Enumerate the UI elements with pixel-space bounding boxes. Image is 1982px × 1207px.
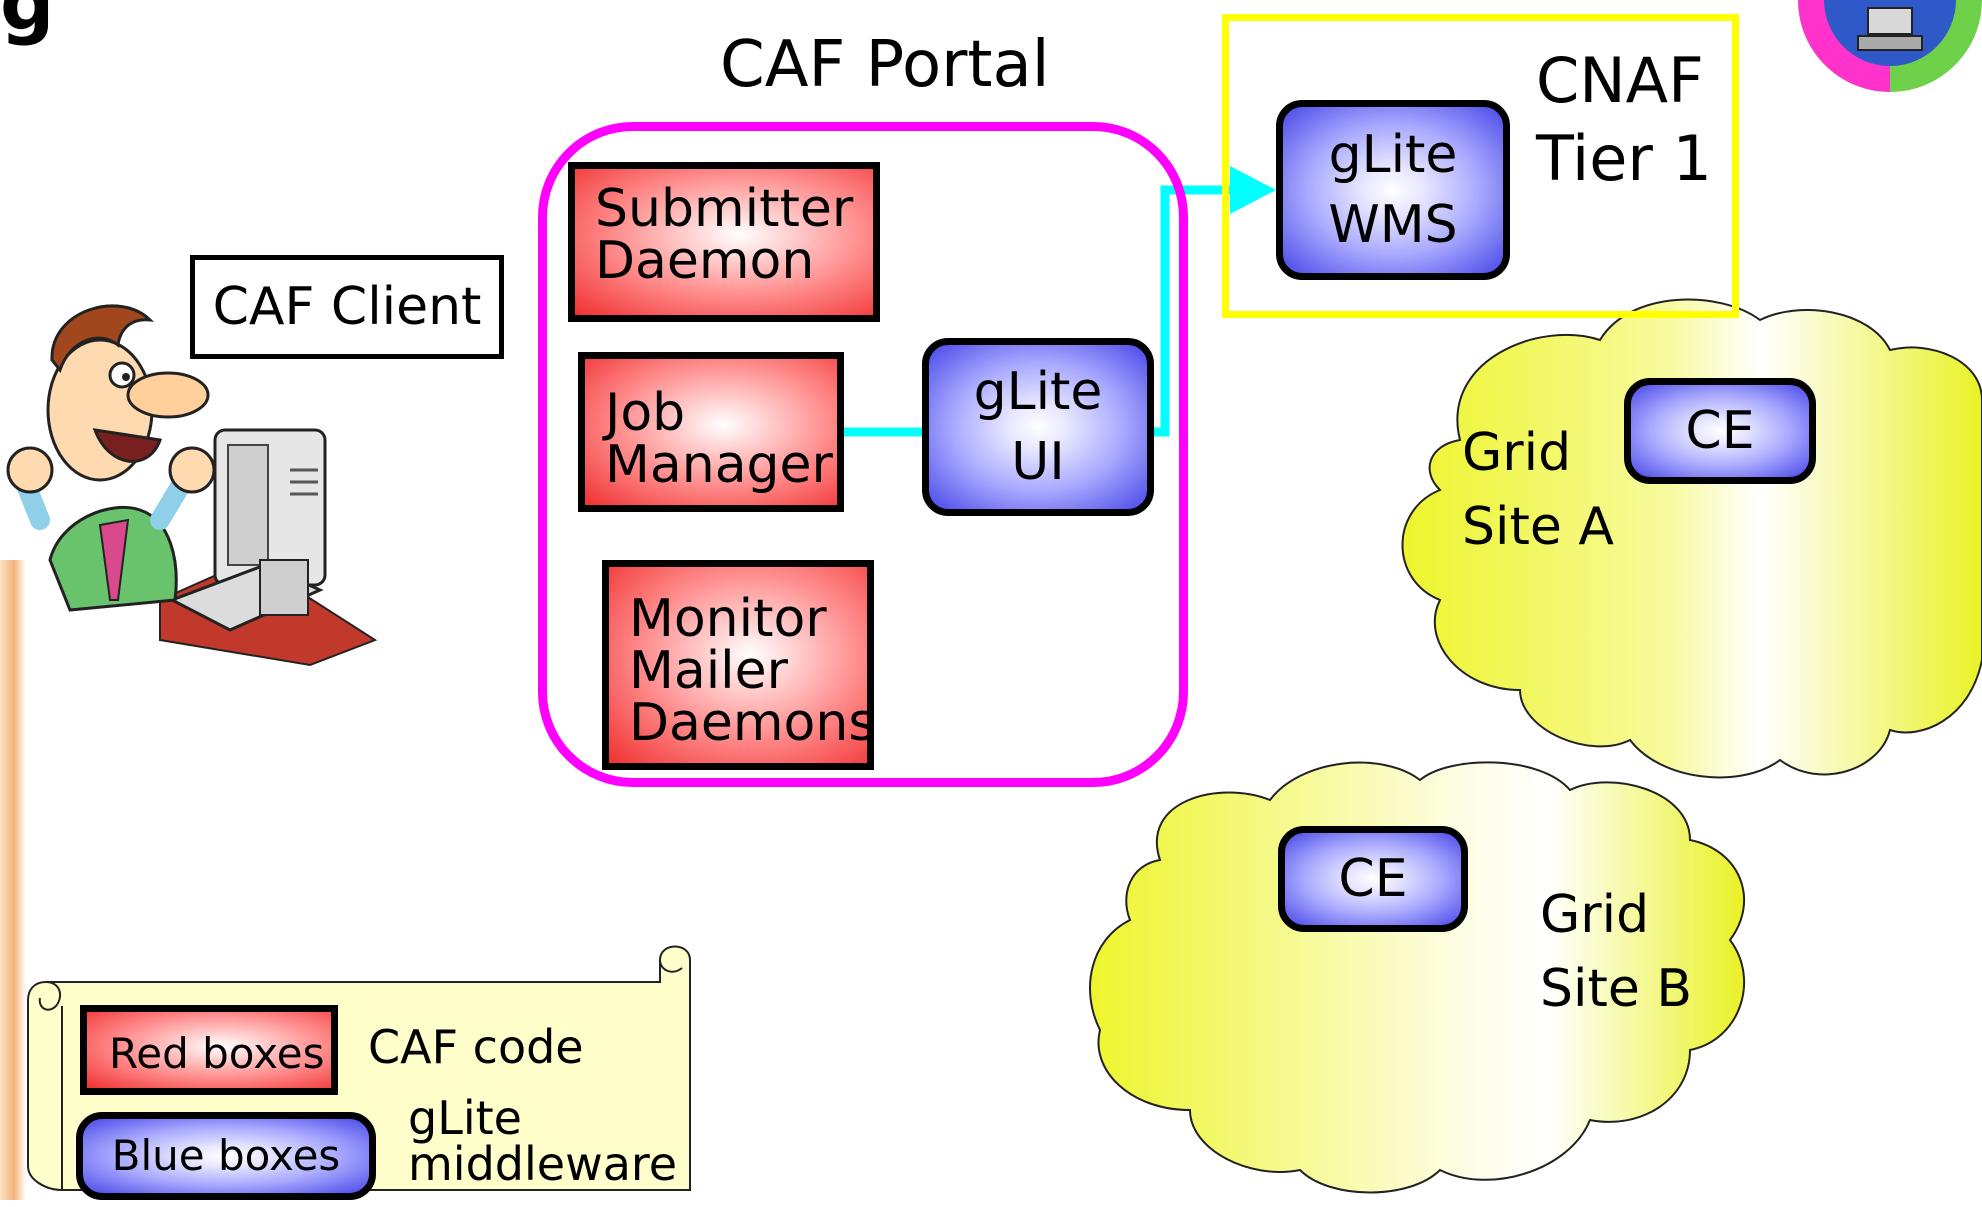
cnaf-tier1-label: CNAF Tier 1 (1536, 42, 1712, 198)
connector-arrowhead (1230, 166, 1276, 214)
monitor-line3: Daemons (629, 693, 876, 753)
submitter-daemon-box: Submitter Daemon (568, 162, 880, 322)
grid-site-a-line2: Site A (1462, 497, 1614, 557)
glite-ui-line1: gLite (973, 362, 1103, 422)
grid-site-b-cloud (1089, 761, 1746, 1194)
ce-site-a-box: CE (1624, 378, 1816, 484)
grid-site-b-line2: Site B (1540, 959, 1693, 1019)
submitter-daemon-line2: Daemon (595, 231, 815, 291)
caf-portal-frame (538, 122, 1188, 787)
job-manager-line2: Manager (605, 435, 833, 495)
caf-client-box: CAF Client (190, 255, 504, 359)
legend-red-box: Red boxes (80, 1005, 338, 1095)
legend-blue-desc-line1: gLite (408, 1091, 522, 1145)
left-decorative-bar (0, 560, 26, 1200)
monitor-mailer-daemons-box: Monitor Mailer Daemons (602, 560, 876, 770)
legend-blue-desc: gLite middleware (408, 1095, 677, 1187)
glite-wms-box: gLite WMS (1276, 100, 1510, 280)
glite-ui-line2: UI (1011, 432, 1065, 492)
legend-blue-desc-line2: middleware (408, 1137, 678, 1191)
ce-site-b-box: CE (1278, 826, 1468, 932)
cnaf-label-line2: Tier 1 (1536, 122, 1712, 195)
glite-wms-line1: gLite (1328, 125, 1458, 185)
caf-portal-title: CAF Portal (720, 28, 1050, 102)
grid-site-a-cloud (1401, 298, 1982, 779)
cnaf-tier1-frame (1222, 14, 1739, 318)
excited-user-at-computer-icon (6, 304, 378, 667)
slide-title-fragment: g (0, 0, 55, 47)
glite-ui-box: gLite UI (922, 338, 1154, 516)
legend-red-desc: CAF code (368, 1020, 584, 1074)
legend-blue-box: Blue boxes (76, 1112, 376, 1200)
submitter-daemon-line1: Submitter (595, 179, 854, 239)
logo-badge-icon (1798, 0, 1982, 92)
monitor-line2: Mailer (629, 641, 788, 701)
glite-wms-line2: WMS (1328, 195, 1458, 255)
monitor-line1: Monitor (629, 589, 827, 649)
job-manager-box: Job Manager (578, 352, 844, 512)
grid-site-b-label: Grid Site B (1540, 878, 1692, 1026)
grid-site-a-line1: Grid (1462, 423, 1572, 483)
grid-site-a-label: Grid Site A (1462, 416, 1614, 564)
job-manager-line1: Job (605, 383, 686, 443)
cnaf-label-line1: CNAF (1536, 44, 1704, 117)
grid-site-b-line1: Grid (1540, 885, 1650, 945)
